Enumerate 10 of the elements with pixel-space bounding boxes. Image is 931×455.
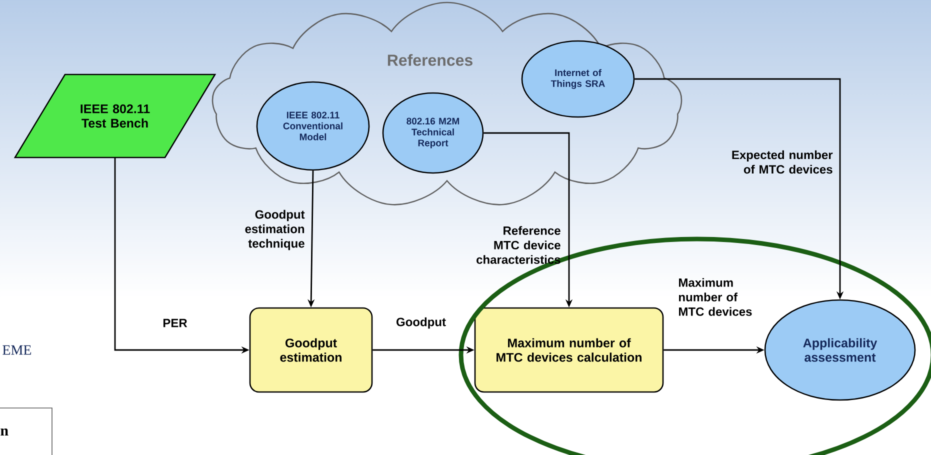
edge-label: Expected number of MTC devices — [732, 150, 833, 174]
edge-label: PER — [163, 318, 188, 328]
edge-label: Goodput — [396, 317, 446, 329]
table-fragment: n — [0, 408, 52, 455]
edge-label: Goodput estimation technique — [245, 210, 305, 250]
text-fragment: EME — [2, 345, 32, 355]
process-box: Goodput estimation — [249, 307, 373, 393]
process-box: Maximum number of MTC devices calculation — [474, 307, 664, 393]
edge-label: Maximum number of MTC devices — [679, 278, 752, 316]
edge-label: Reference MTC device characteristics — [476, 226, 560, 264]
